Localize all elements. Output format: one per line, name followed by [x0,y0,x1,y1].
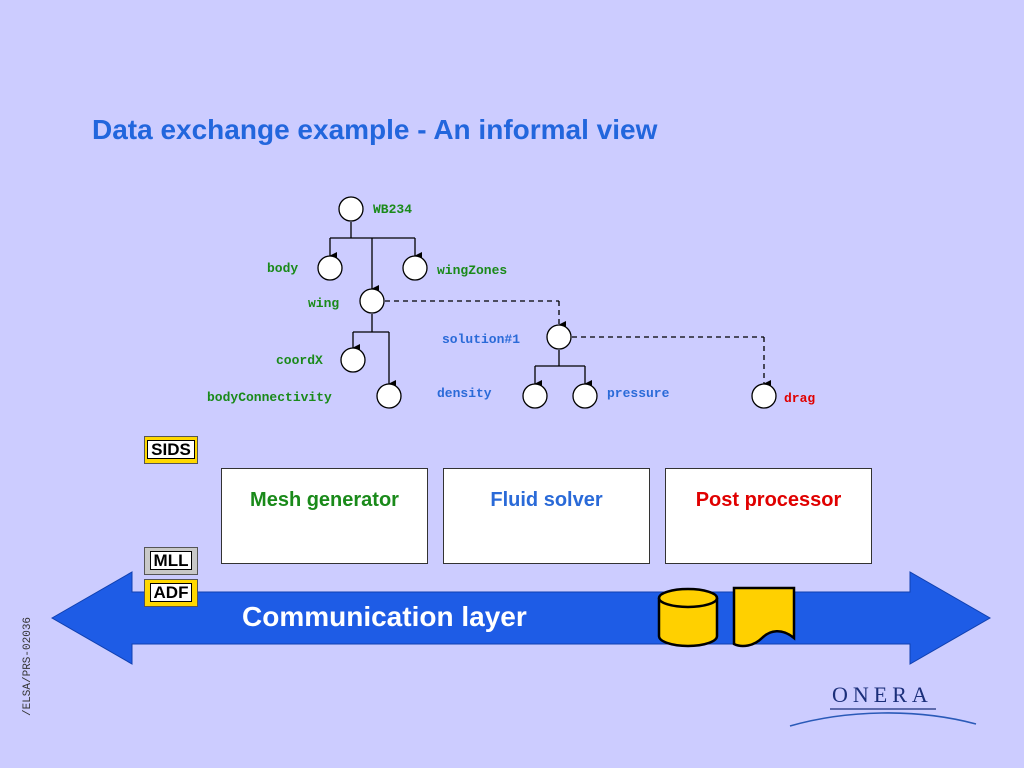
database-cylinder-icon [657,587,719,648]
node-drag [751,383,777,409]
document-icon [732,586,796,648]
sids-label: SIDS [147,440,195,459]
mesh-generator-label: Mesh generator [250,489,399,511]
fluid-solver-box: Fluid solver [443,468,650,564]
dashed-links [385,300,771,388]
onera-logo-swoosh [789,708,977,727]
page-title: Data exchange example - An informal view [92,114,658,145]
label-body: body [267,261,299,276]
label-wingzones: wingZones [437,263,508,278]
fluid-solver-label: Fluid solver [490,489,603,511]
label-wing: wing [308,296,340,311]
node-wb234 [338,196,364,222]
node-wing [359,288,385,314]
node-pressure [572,383,598,409]
post-processor-box: Post processor [665,468,872,564]
post-processor-label: Post processor [695,489,842,511]
label-bodyconnectivity: bodyConnectivity [207,390,332,405]
label-density: density [437,386,492,401]
node-bodyconnectivity [376,383,402,409]
adf-tag: ADF [144,579,198,607]
label-pressure: pressure [607,386,670,401]
node-wingzones [402,255,428,281]
sids-tag: SIDS [144,436,198,464]
label-solution: solution#1 [442,332,521,347]
root-connectors [329,222,592,388]
onera-logo-text: ONERA [832,682,933,707]
mll-tag: MLL [144,547,198,575]
mll-label: MLL [149,551,193,570]
adf-label: ADF [149,583,193,602]
communication-layer-label: Communication layer [242,601,527,632]
node-body [317,255,343,281]
side-reference: /ELSA/PRS-02036 [22,616,34,716]
label-coordx: coordX [276,353,323,368]
node-solution [546,324,572,350]
node-density [522,383,548,409]
label-wb234: WB234 [373,202,413,217]
node-coordx [340,347,366,373]
mesh-generator-box: Mesh generator [221,468,428,564]
label-drag: drag [784,391,816,406]
